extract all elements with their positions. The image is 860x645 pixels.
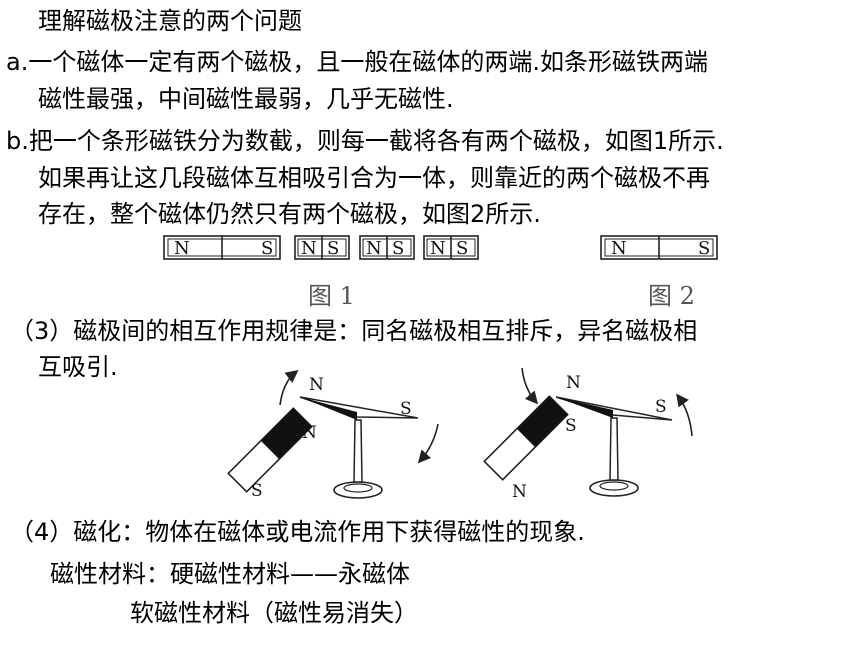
point-b-line-3: 存在，整个磁体仍然只有两个磁极，如图2所示.: [38, 200, 541, 228]
left-bar-s: S: [251, 481, 263, 501]
point-4-line-2: 磁性材料：硬磁性材料——永磁体: [50, 560, 410, 588]
left-needle-s: S: [400, 399, 412, 419]
fig1-small2-s: S: [392, 238, 404, 259]
right-needle-n: N: [566, 373, 581, 393]
right-bar-n: N: [512, 482, 527, 502]
right-arrow-down-icon: [521, 367, 539, 405]
right-stand-post: [609, 417, 619, 481]
fig2-s: S: [698, 238, 710, 259]
point-3-line-1: （3）磁极间的相互作用规律是：同名磁极相互排斥，异名磁极相: [10, 317, 698, 345]
right-arrow-up-icon: [676, 393, 693, 437]
left-diagram: N S N S: [227, 370, 439, 501]
right-needle-s: S: [655, 397, 667, 417]
left-stand-base-inner: [343, 483, 373, 493]
page-title: 理解磁极注意的两个问题: [38, 7, 302, 35]
fig1-long-n: N: [174, 238, 190, 259]
fig2-caption: 图 2: [648, 282, 695, 310]
fig2-n: N: [611, 238, 627, 259]
right-diagram: N S S N: [483, 367, 693, 502]
point-3-line-2: 互吸引.: [38, 353, 118, 381]
right-stand-base-inner: [599, 481, 629, 491]
left-bar-n: N: [302, 423, 317, 443]
fig1-small1-n: N: [301, 238, 317, 259]
left-arrow-up-icon: [279, 370, 299, 406]
left-bar-magnet: [227, 407, 313, 493]
point-a-line-1: a.一个磁体一定有两个磁极，且一般在磁体的两端.如条形磁铁两端: [6, 48, 708, 76]
right-bar-magnet: [483, 395, 569, 481]
right-bar-s: S: [565, 416, 577, 436]
left-arrow-down-icon: [417, 423, 439, 464]
point-b-line-2: 如果再让这几段磁体互相吸引合为一体，则靠近的两个磁极不再: [38, 164, 710, 192]
fig1-small3-s: S: [456, 238, 468, 259]
fig1-small2-n: N: [366, 238, 382, 259]
left-needle-tip: [300, 397, 357, 420]
point-b-line-1: b.把一个条形磁铁分为数截，则每一截将各有两个磁极，如图1所示.: [6, 127, 724, 155]
point-a-line-2: 磁性最强，中间磁性最弱，几乎无磁性.: [38, 85, 454, 113]
point-4-line-3: 软磁性材料（磁性易消失）: [130, 599, 418, 627]
left-needle-n: N: [309, 375, 324, 395]
fig1-caption: 图 1: [308, 282, 355, 310]
point-4-line-1: （4）磁化：物体在磁体或电流作用下获得磁性的现象.: [10, 518, 585, 546]
right-needle-tip: [556, 397, 613, 418]
fig1-long-s: S: [261, 238, 273, 259]
left-stand-post: [353, 419, 363, 483]
fig1-small1-s: S: [327, 238, 339, 259]
fig1-small3-n: N: [430, 238, 446, 259]
